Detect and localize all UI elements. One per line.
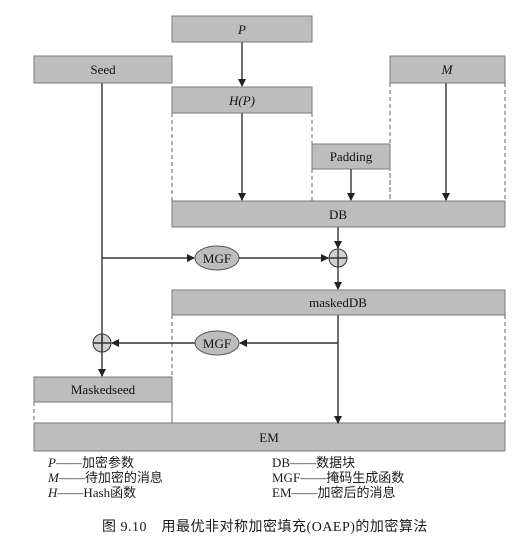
maskedseed-label: Maskedseed — [71, 382, 136, 397]
xor-top-icon — [328, 248, 348, 268]
legend-item: H——Hash函数 — [48, 485, 137, 500]
legend-item: DB——数据块 — [272, 455, 356, 470]
p-box — [171, 15, 313, 43]
m-label: M — [441, 62, 454, 77]
dashed-guides — [33, 83, 506, 423]
maskeddb-box — [171, 289, 506, 316]
legend-left: P——加密参数 M——待加密的消息 H——Hash函数 — [48, 455, 163, 500]
seed-box — [33, 55, 173, 84]
figure-caption: 图 9.10 用最优非对称加密填充(OAEP)的加密算法 — [102, 520, 428, 535]
em-label: EM — [259, 430, 279, 445]
legend-item: MGF——掩码生成函数 — [272, 470, 405, 485]
hp-box — [171, 86, 313, 114]
flow-arrows — [98, 42, 450, 424]
seed-label: Seed — [90, 62, 116, 77]
mgf-top-label: MGF — [203, 251, 231, 266]
db-label: DB — [329, 207, 347, 222]
legend-right: DB——数据块 MGF——掩码生成函数 EM——加密后的消息 — [272, 455, 404, 500]
db-box — [171, 200, 506, 228]
padding-box — [311, 143, 391, 170]
m-box — [389, 55, 506, 84]
legend-item: P——加密参数 — [48, 455, 134, 470]
maskeddb-label: maskedDB — [309, 295, 367, 310]
legend-item: M——待加密的消息 — [48, 470, 163, 485]
padding-label: Padding — [330, 149, 373, 164]
maskedseed-box — [33, 376, 173, 403]
legend-item: EM——加密后的消息 — [272, 485, 396, 500]
em-box — [33, 422, 506, 452]
mgf-bottom-label: MGF — [203, 336, 231, 351]
p-label: P — [237, 22, 246, 37]
hp-label: H(P) — [228, 93, 255, 108]
